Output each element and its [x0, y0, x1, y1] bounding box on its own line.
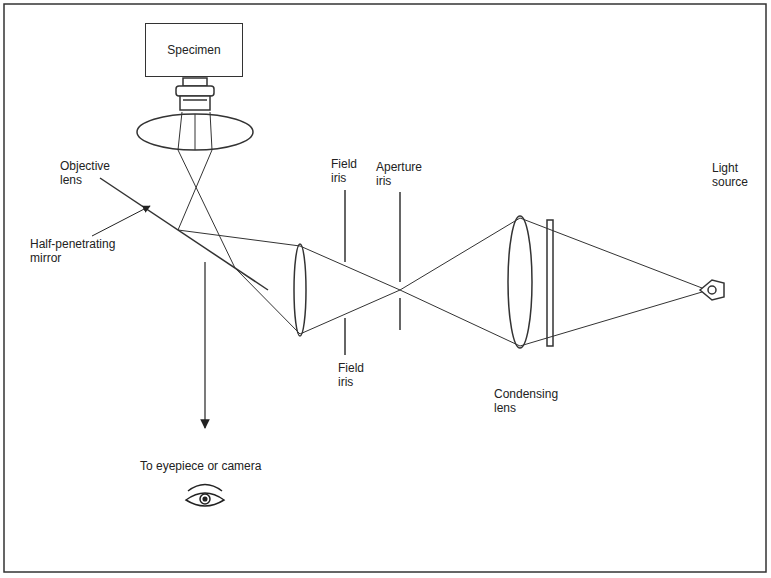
- part-label: Half-penetrating mirror: [30, 238, 130, 266]
- frame: [4, 4, 766, 572]
- part-label: Condensing lens: [494, 388, 564, 416]
- aperture-iris-blade: [399, 192, 401, 282]
- part-label: Aperture iris: [376, 161, 426, 189]
- output-arrow: [204, 262, 205, 428]
- eye-icon: [186, 485, 224, 507]
- field-iris-blade: [344, 318, 346, 355]
- objective-lens: [137, 114, 253, 150]
- lamp: [700, 280, 724, 300]
- part-label: Field iris: [331, 158, 365, 186]
- part-label: Field iris: [338, 362, 372, 390]
- light-rays: [178, 112, 702, 346]
- objective-lens-axis: [195, 114, 196, 150]
- part-label: Objective lens: [60, 160, 120, 188]
- part-label: Light source: [712, 162, 760, 190]
- aperture-iris-blade: [399, 298, 401, 330]
- objective-barrel: [176, 78, 214, 110]
- node-text: Specimen: [167, 43, 220, 57]
- half-mirror: [100, 178, 268, 290]
- leader-line: [92, 206, 150, 236]
- field-lens: [294, 244, 306, 336]
- filter-plate: [547, 220, 553, 346]
- output-label: To eyepiece or camera: [140, 460, 320, 474]
- specimen-box: Specimen: [145, 23, 243, 77]
- field-iris-blade: [344, 190, 346, 262]
- condensing-lens: [508, 216, 532, 348]
